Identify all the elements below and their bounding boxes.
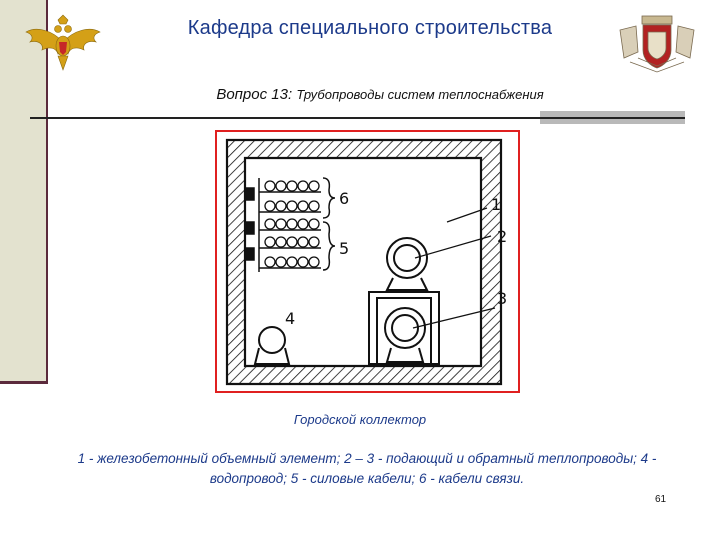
water-pipe [253,326,291,365]
figure-frame [215,130,520,393]
supply-pipe [385,237,429,291]
label-2: 2 [497,227,507,246]
figure-caption: Городской коллектор [293,412,427,427]
page-title: Кафедра специального строительства [187,17,553,39]
question-heading: Вопрос 13: Трубопроводы систем теплоснаб… [120,86,640,103]
department-crest-icon [619,15,695,73]
power-cables [264,218,320,268]
left-band-edge [46,0,48,382]
legend-line-2: водопровод; 5 - силовые кабели; 6 - кабе… [209,471,525,486]
cable-rack [244,178,321,272]
concrete-wall [225,138,503,386]
label-4: 4 [285,309,295,328]
communication-cables [264,180,320,212]
slide-number: 61 [655,494,667,505]
figure-legend: 1 - железобетонный объемный элемент; 2 –… [22,449,712,489]
question-topic: Трубопроводы систем теплоснабжения [296,87,544,102]
question-number: Вопрос 13: [216,86,293,103]
left-band-underline [0,381,48,384]
header-divider [30,117,685,119]
legend-line-1: 1 - железобетонный объемный элемент; 2 –… [77,451,657,466]
label-5: 5 [339,239,349,258]
label-3: 3 [497,289,507,308]
left-decor-band [0,0,46,382]
label-1: 1 [491,195,501,214]
double-headed-eagle-emblem-icon [25,14,101,71]
label-6: 6 [339,189,349,208]
return-pipe [368,291,440,365]
collector-cross-section-figure: 1 2 3 4 5 6 [215,130,520,393]
